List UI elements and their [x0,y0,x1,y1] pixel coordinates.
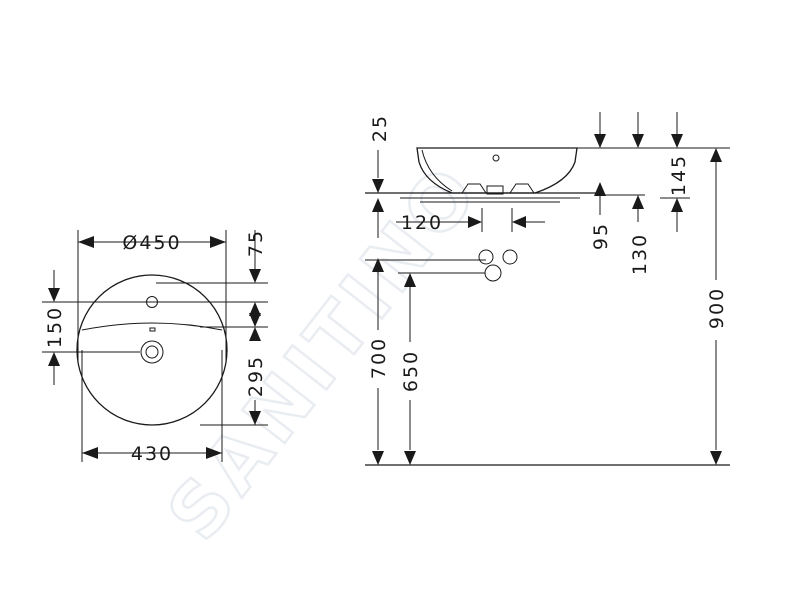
side-view: 25 120 95 130 145 700 [365,112,730,466]
drain-inner [145,345,159,359]
plan-view: Ø450 430 150 75 295 [42,229,268,465]
drain-valve [486,185,504,195]
dim-drain-offset: 295 [245,355,267,397]
dim-base-width: 430 [131,443,173,465]
dim-drain-spacing: 120 [401,212,443,234]
dim-tap-offset: 75 [245,229,267,257]
dim-bowl-offset: 150 [44,306,66,348]
watermark: SANITINO [151,148,496,556]
pipe-connection-right [502,249,518,265]
waste-connection [484,264,502,282]
dim-height-650: 650 [400,350,422,392]
dim-basin-height: 145 [668,154,690,196]
dim-height-700: 700 [368,337,390,379]
dim-total-height: 900 [706,287,728,329]
dim-drain-depth: 95 [590,222,612,250]
pipe-connection-left [478,249,494,265]
overflow-slot [149,327,156,332]
dim-overflow-depth: 130 [629,233,651,275]
dim-outer-diameter: Ø450 [122,232,181,254]
overflow-hole [492,154,500,162]
dim-rim: 25 [369,114,391,142]
drain-outer [140,340,164,364]
basin-outer-outline [76,274,228,426]
